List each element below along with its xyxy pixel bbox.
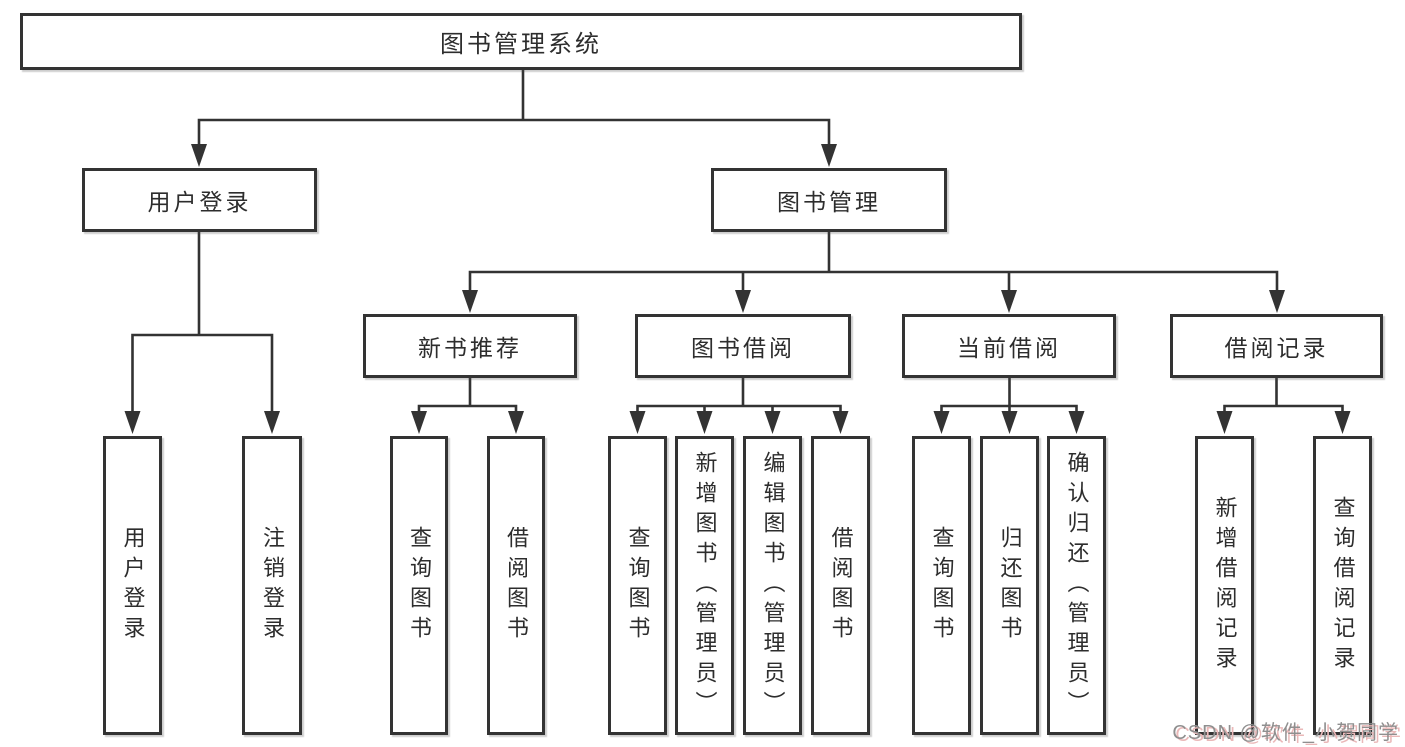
leaf-query-books-borrow: 查询图书 <box>608 436 667 735</box>
node-library-management-system: 图书管理系统 <box>20 13 1022 70</box>
leaf-label: 确认归还（管理员） <box>1064 450 1090 721</box>
leaf-label: 归还图书 <box>997 525 1023 646</box>
leaf-label: 查询图书 <box>625 525 651 646</box>
node-current-borrowing: 当前借阅 <box>902 314 1116 378</box>
leaf-logout: 注销登录 <box>242 436 302 735</box>
node-label: 借阅记录 <box>1224 335 1329 361</box>
leaf-confirm-return-admin: 确认归还（管理员） <box>1047 436 1106 735</box>
leaf-borrow-books-recommend: 借阅图书 <box>487 436 545 735</box>
leaf-label: 借阅图书 <box>504 525 529 646</box>
leaf-label: 新增借阅记录 <box>1212 495 1238 676</box>
leaf-label: 查询借阅记录 <box>1330 495 1356 676</box>
leaf-label: 借阅图书 <box>828 525 854 646</box>
node-new-book-recommendation: 新书推荐 <box>363 314 577 378</box>
node-user-login: 用户登录 <box>82 168 317 232</box>
leaf-add-borrow-record: 新增借阅记录 <box>1195 436 1254 735</box>
leaf-borrow-books: 借阅图书 <box>811 436 870 735</box>
node-label: 用户登录 <box>147 189 252 215</box>
leaf-edit-books-admin: 编辑图书（管理员） <box>743 436 802 735</box>
leaf-label: 编辑图书（管理员） <box>760 450 786 721</box>
node-label: 图书管理系统 <box>440 31 602 58</box>
node-book-management: 图书管理 <box>711 168 947 232</box>
leaf-return-books: 归还图书 <box>980 436 1039 735</box>
leaf-query-books-current: 查询图书 <box>912 436 971 735</box>
leaf-label: 查询图书 <box>407 525 432 646</box>
leaf-label: 查询图书 <box>929 525 955 646</box>
node-book-borrowing: 图书借阅 <box>635 314 851 378</box>
leaf-query-books-recommend: 查询图书 <box>390 436 448 735</box>
node-borrowing-records: 借阅记录 <box>1170 314 1383 378</box>
leaf-label: 注销登录 <box>260 525 285 646</box>
csdn-watermark: CSDN @软件_小贺同学 <box>1172 722 1399 744</box>
node-label: 图书借阅 <box>691 335 795 361</box>
node-label: 图书管理 <box>777 189 881 215</box>
leaf-add-books-admin: 新增图书（管理员） <box>675 436 734 735</box>
leaf-label: 新增图书（管理员） <box>692 450 718 721</box>
leaf-user-login: 用户登录 <box>103 436 162 735</box>
leaf-query-borrow-record: 查询借阅记录 <box>1313 436 1372 735</box>
node-label: 当前借阅 <box>957 335 1061 361</box>
node-label: 新书推荐 <box>418 335 522 361</box>
leaf-label: 用户登录 <box>120 525 146 646</box>
